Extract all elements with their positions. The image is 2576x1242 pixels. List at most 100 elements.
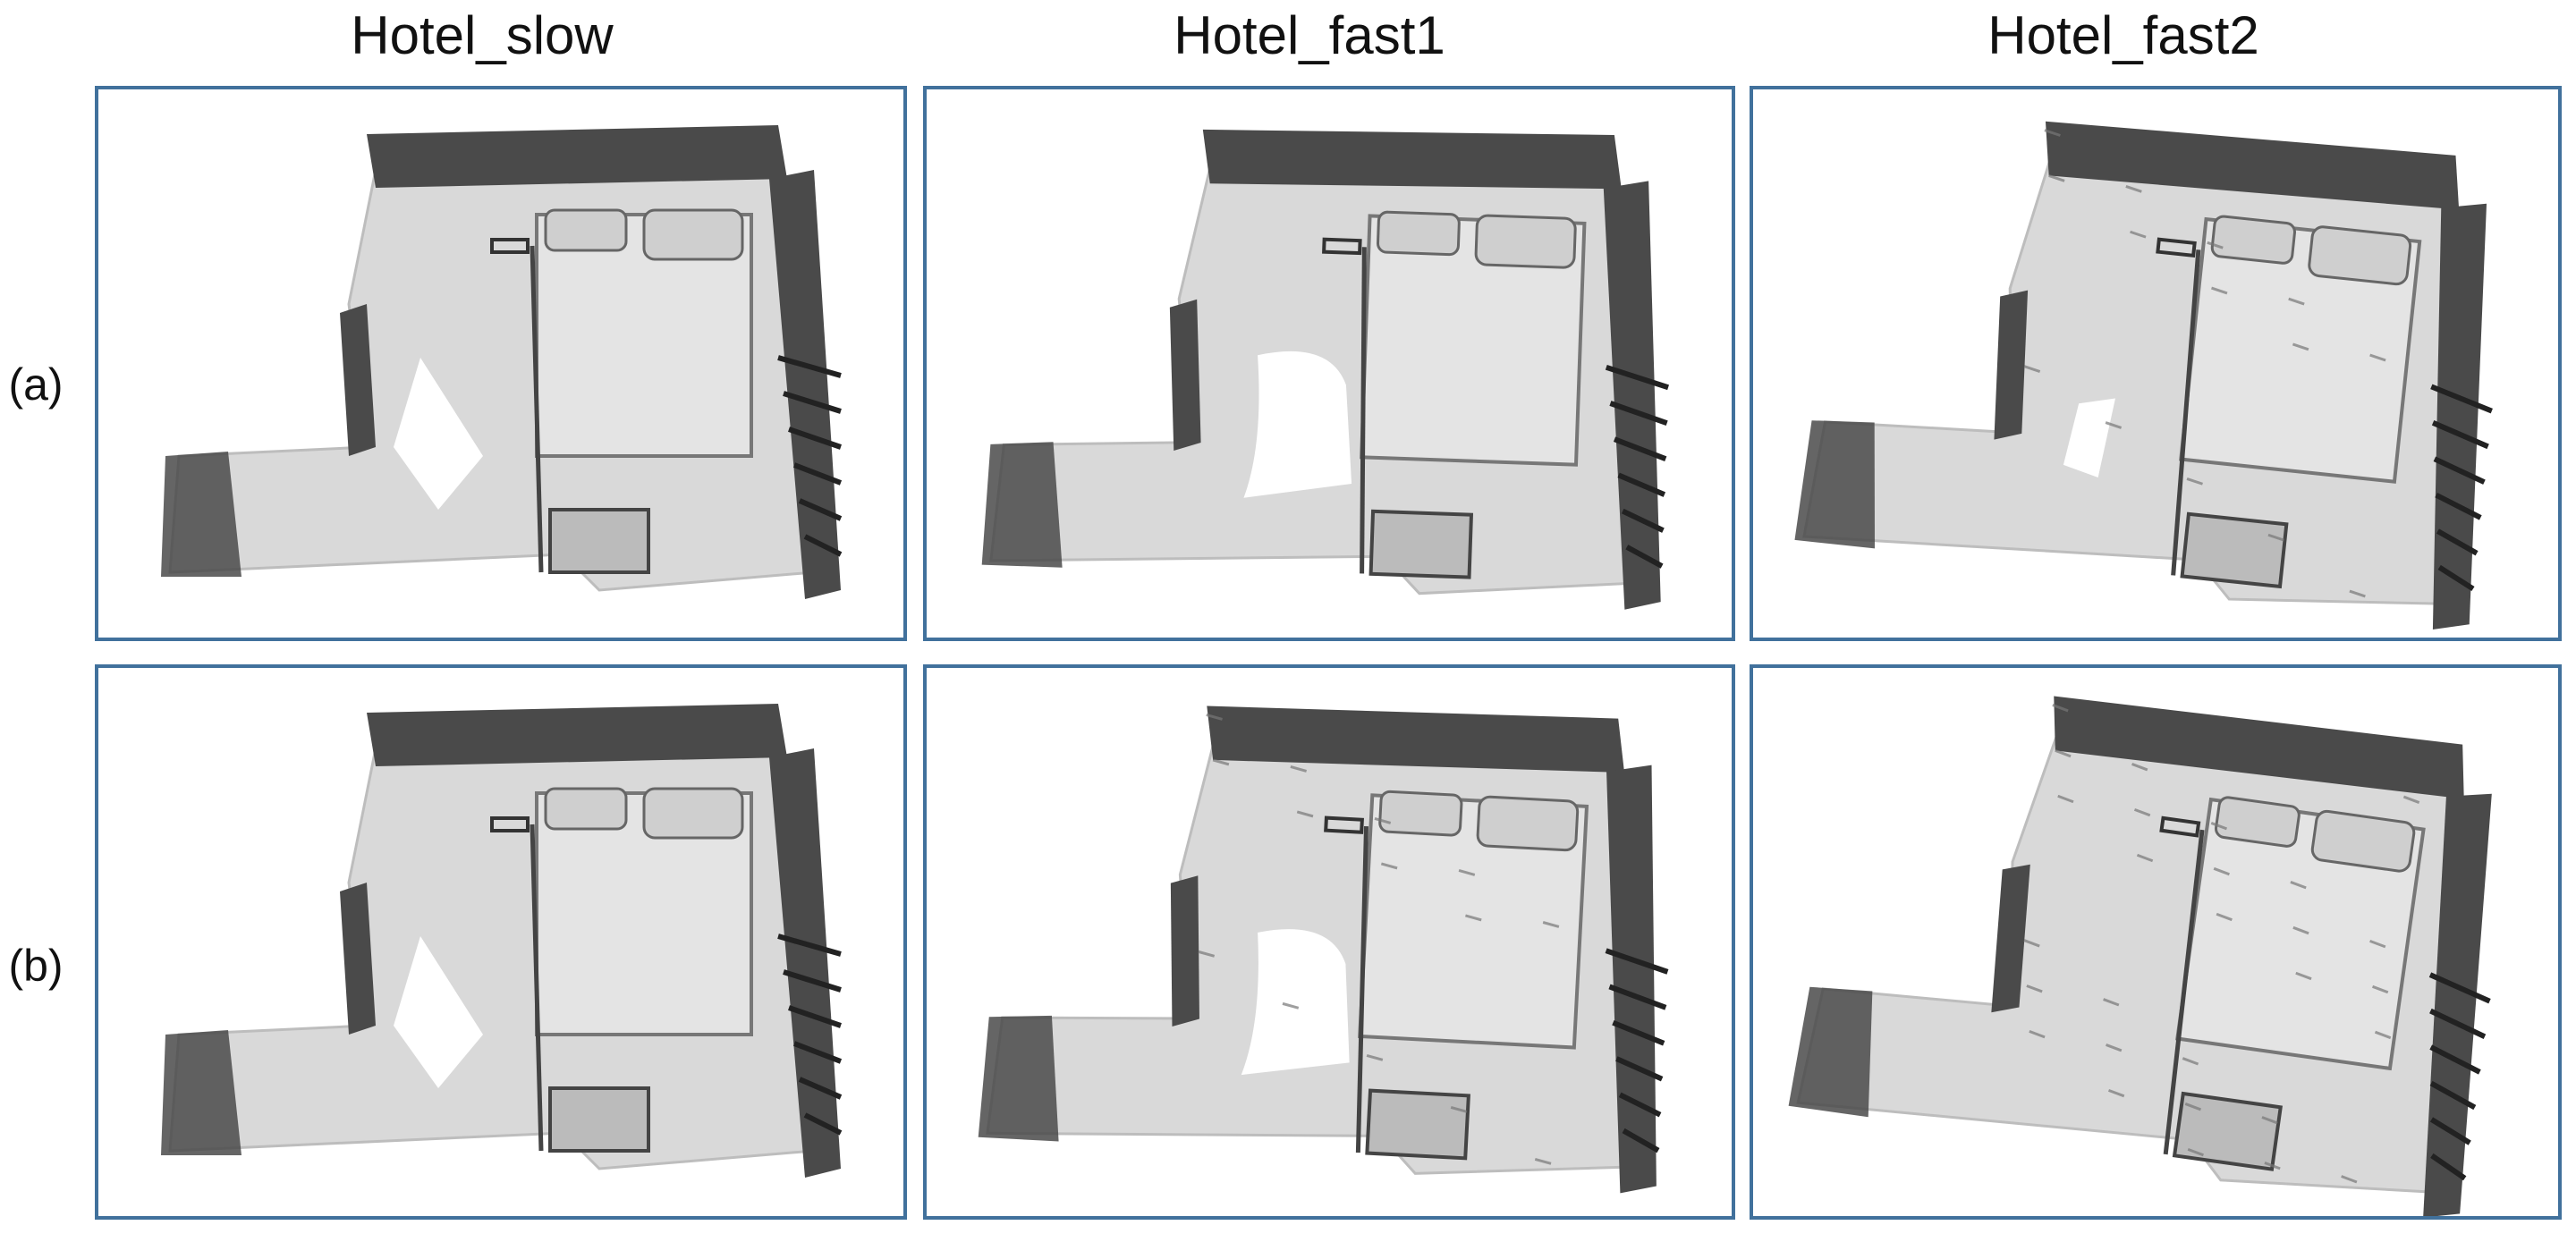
scan-noise	[2261, 1116, 2278, 1125]
wall-rib	[1617, 472, 1666, 497]
row-label-b: (b)	[8, 941, 64, 991]
scan-noise	[2029, 1029, 2046, 1039]
scan-noise	[2105, 421, 2123, 429]
scan-noise	[1542, 921, 1560, 928]
reconstruction-a-hotel-fast1	[981, 129, 1669, 610]
scan-noise	[1206, 714, 1223, 721]
wall-rib	[2429, 1044, 2481, 1075]
wall-rib	[1612, 1019, 1665, 1046]
room-group	[161, 704, 843, 1178]
pillow	[642, 787, 744, 840]
fixture	[1324, 815, 1364, 834]
lower-left-wall	[978, 1015, 1059, 1142]
wall-rib	[2430, 1153, 2467, 1181]
pillow	[2310, 809, 2416, 873]
partition	[1360, 247, 1367, 574]
partition	[2163, 829, 2205, 1155]
scan-noise	[2136, 853, 2154, 863]
right-wall	[769, 170, 841, 599]
unscanned-hole	[1241, 929, 1350, 1076]
scan-noise	[1534, 1157, 1552, 1165]
back-wall	[367, 704, 787, 766]
fixture	[490, 238, 530, 254]
panel-b-hotel-fast1	[923, 664, 1735, 1220]
column-title-hotel-fast2: Hotel_fast2	[1987, 5, 2259, 65]
left-wall	[1994, 290, 2029, 440]
back-wall	[2054, 696, 2464, 799]
back-wall	[1207, 705, 1625, 773]
scan-noise	[1380, 862, 1398, 870]
unscanned-hole	[394, 936, 483, 1088]
scan-noise	[2213, 866, 2230, 876]
scan-noise	[2125, 185, 2142, 193]
column-title-hotel-fast1: Hotel_fast1	[1174, 5, 1445, 65]
right-wall	[1606, 765, 1657, 1194]
lower-left-wall	[161, 452, 242, 577]
desk	[548, 1086, 650, 1153]
wall-rib	[2429, 1008, 2487, 1040]
back-wall	[2045, 121, 2460, 210]
scan-noise	[2290, 881, 2307, 890]
desk	[2180, 511, 2289, 589]
scan-noise	[2023, 939, 2040, 948]
scan-noise	[1290, 765, 1308, 773]
scan-noise	[2216, 912, 2233, 922]
right-wall	[769, 748, 841, 1178]
scan-noise	[2103, 998, 2120, 1007]
pillow	[2308, 225, 2412, 286]
scan-noise	[2052, 704, 2069, 713]
scan-noise	[2023, 365, 2041, 373]
scan-noise	[2402, 795, 2420, 804]
left-wall	[340, 304, 376, 456]
reconstruction-b-hotel-fast2	[1788, 696, 2492, 1216]
room-group	[161, 125, 843, 599]
panel-a-hotel-fast2	[1750, 86, 2562, 641]
wall-rib	[1609, 401, 1668, 427]
desk	[548, 508, 650, 574]
scan-noise	[2371, 984, 2389, 994]
scan-noise	[2055, 748, 2072, 758]
lower-left-wall	[1788, 986, 1873, 1118]
scan-noise	[2130, 230, 2147, 239]
pillow	[1378, 790, 1463, 837]
right-wall	[2432, 203, 2487, 630]
row-label-a: (a)	[8, 359, 64, 410]
fixture	[1322, 237, 1362, 256]
wall-rib	[788, 427, 842, 450]
scan-noise	[2182, 1057, 2199, 1066]
panel-a-hotel-fast1	[923, 86, 1735, 641]
scan-noise	[2288, 297, 2305, 306]
panel-b-hotel-fast2	[1750, 664, 2562, 1220]
wall-rib	[777, 355, 842, 378]
back-wall	[367, 125, 787, 188]
wall-rib	[783, 969, 842, 993]
wall-rib	[803, 534, 843, 557]
wall-rib	[1605, 948, 1669, 975]
lower-left-wall	[1794, 420, 1875, 549]
fixture	[490, 816, 530, 832]
room-group	[1788, 696, 2492, 1216]
scan-noise	[2044, 129, 2061, 137]
wall-rib	[2429, 1117, 2471, 1145]
lower-left-wall	[981, 442, 1063, 568]
scan-noise	[2292, 342, 2309, 351]
reconstruction-b-hotel-fast1	[978, 705, 1669, 1194]
room-group	[981, 129, 1669, 610]
wall-rib	[788, 1005, 842, 1028]
scan-noise	[2264, 1162, 2281, 1170]
wall-rib	[1621, 508, 1665, 533]
wall-rib	[2435, 492, 2482, 520]
pillow	[544, 787, 628, 831]
scan-noise	[2369, 939, 2386, 949]
scan-noise	[2210, 822, 2228, 831]
scan-noise	[1374, 817, 1392, 824]
scan-noise	[2292, 925, 2309, 935]
scan-noise	[1450, 1105, 1468, 1113]
wall-rib	[1605, 364, 1669, 391]
wall-rib	[783, 391, 842, 414]
scan-noise	[2295, 971, 2312, 981]
column-title-hotel-slow: Hotel_slow	[351, 5, 614, 65]
wall-rib	[1615, 1056, 1664, 1082]
wall-rib	[798, 1077, 843, 1100]
scan-noise	[2211, 286, 2228, 295]
